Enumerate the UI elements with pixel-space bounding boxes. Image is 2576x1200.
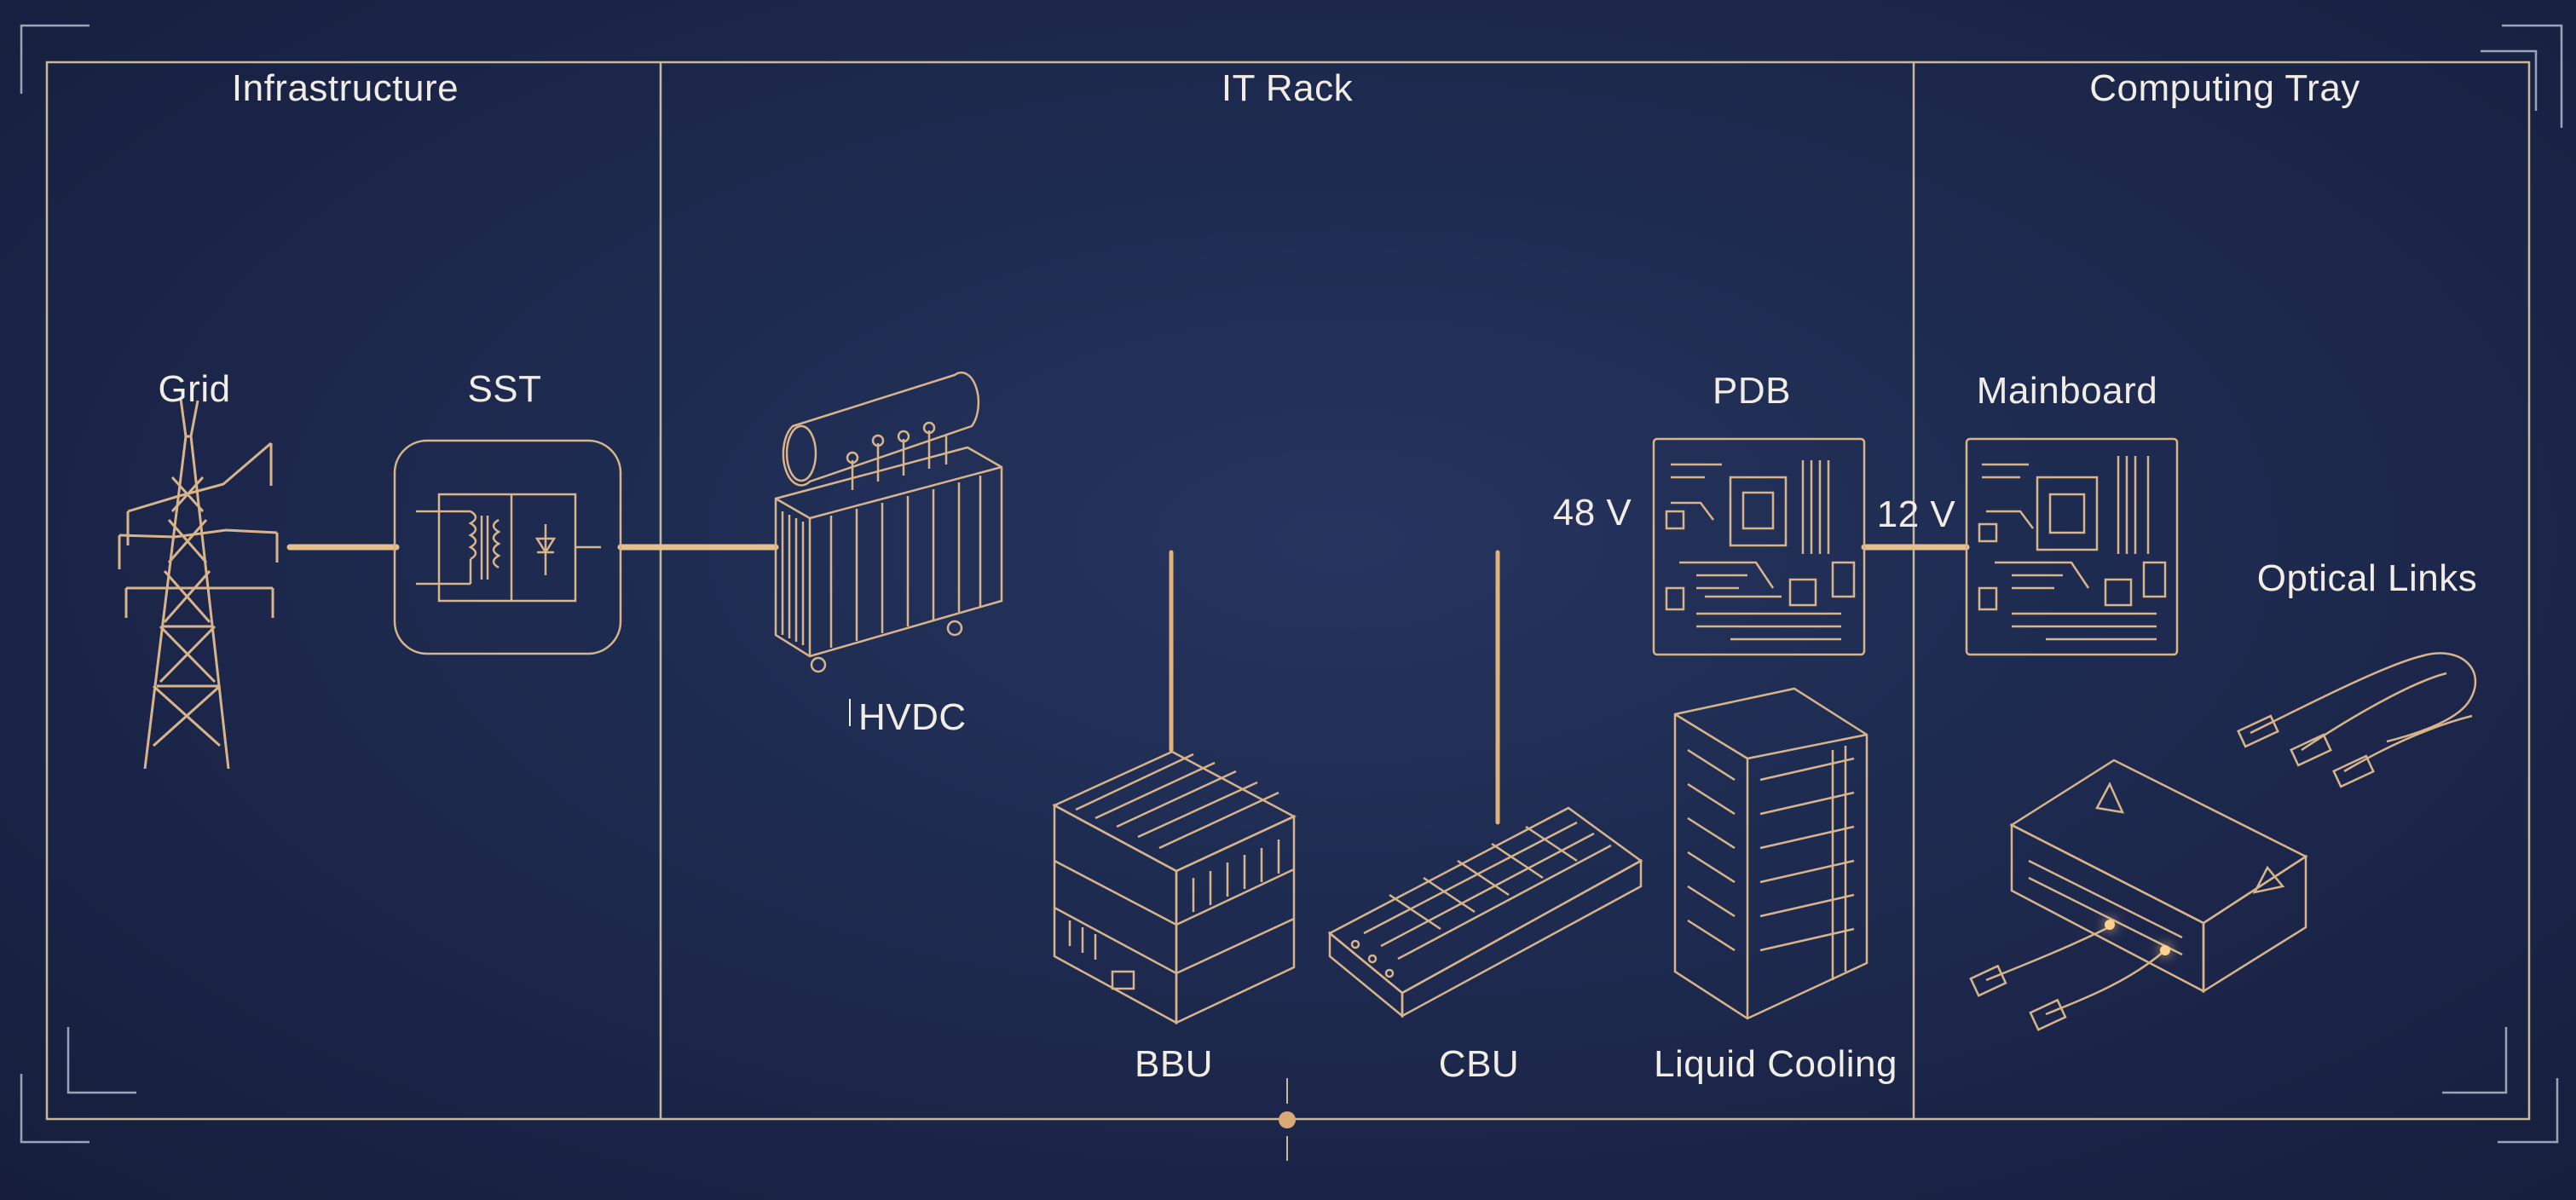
optical-glow-points (2105, 920, 2170, 955)
cbu-server-icon (1327, 806, 1643, 1018)
label-grid: Grid (158, 368, 231, 410)
optical-links-icon (1969, 652, 2477, 1031)
section-title-it-rack: IT Rack (1221, 67, 1354, 109)
label-cbu: CBU (1438, 1043, 1520, 1085)
label-voltage-48v: 48 V (1552, 492, 1632, 534)
label-bbu: BBU (1135, 1043, 1213, 1085)
label-liquid-cooling: Liquid Cooling (1654, 1043, 1897, 1085)
section-title-computing-tray: Computing Tray (2089, 67, 2360, 109)
sst-converter-icon (393, 439, 622, 655)
label-sst: SST (467, 368, 542, 410)
power-bus (286, 544, 1970, 825)
bbu-battery-icon (1052, 750, 1297, 1025)
hvdc-transformer-icon (774, 371, 1003, 673)
bottom-center-marker (1279, 1078, 1296, 1161)
label-mainboard: Mainboard (1976, 370, 2158, 412)
liquid-cooling-rack-icon (1673, 687, 1868, 1020)
corner-brackets (20, 24, 2563, 1144)
label-optical-links: Optical Links (2256, 557, 2478, 599)
label-voltage-12v: 12 V (1876, 493, 1956, 535)
section-title-infrastructure: Infrastructure (231, 67, 459, 109)
label-pdb: PDB (1713, 370, 1791, 412)
pdb-board-icon (1652, 437, 1866, 656)
transmission-tower-icon (118, 398, 279, 770)
frame (45, 61, 2531, 1121)
label-hvdc: HVDC (858, 696, 967, 738)
mainboard-icon (1965, 437, 2179, 656)
